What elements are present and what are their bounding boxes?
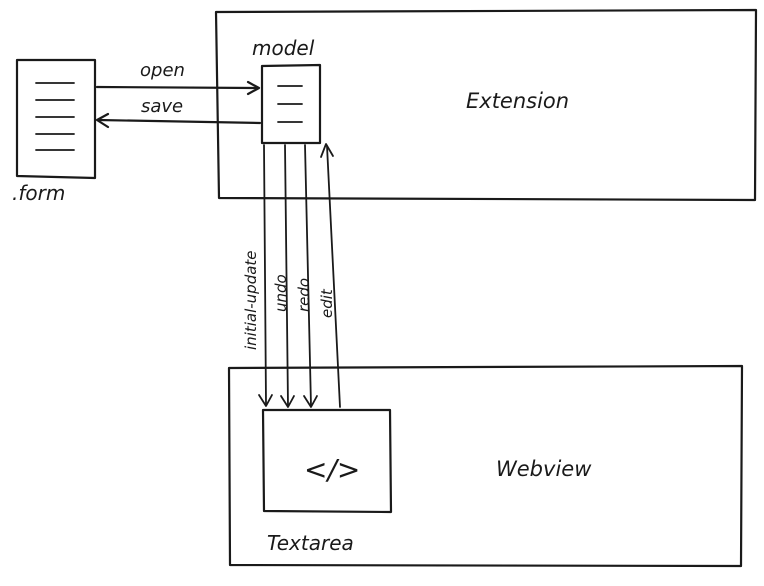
extension-label: Extension	[466, 89, 569, 113]
edit-label: edit	[318, 288, 336, 318]
textarea-box: </> Textarea	[261, 408, 393, 555]
extension-box: Extension	[214, 8, 758, 202]
form-label: .form	[12, 181, 65, 205]
redo-label: redo	[295, 278, 313, 312]
initial-update-label: initial-update	[242, 250, 260, 350]
redo-arrow: redo	[295, 144, 318, 408]
textarea-label: Textarea	[267, 531, 354, 555]
undo-arrow: undo	[272, 144, 295, 408]
model-document: model	[252, 36, 322, 145]
open-arrow: open	[95, 60, 261, 96]
model-label: model	[252, 36, 315, 60]
save-arrow: save	[95, 96, 262, 129]
document-icon	[35, 82, 75, 151]
document-icon	[277, 85, 303, 123]
form-document: .form	[12, 58, 97, 205]
undo-label: undo	[272, 274, 290, 312]
webview-box: Webview	[227, 364, 744, 568]
initial-update-arrow: initial-update	[242, 144, 273, 407]
edit-arrow: edit	[318, 143, 341, 408]
save-label: save	[141, 96, 183, 117]
open-label: open	[140, 60, 185, 81]
webview-label: Webview	[496, 457, 592, 481]
code-icon: </>	[304, 453, 360, 486]
